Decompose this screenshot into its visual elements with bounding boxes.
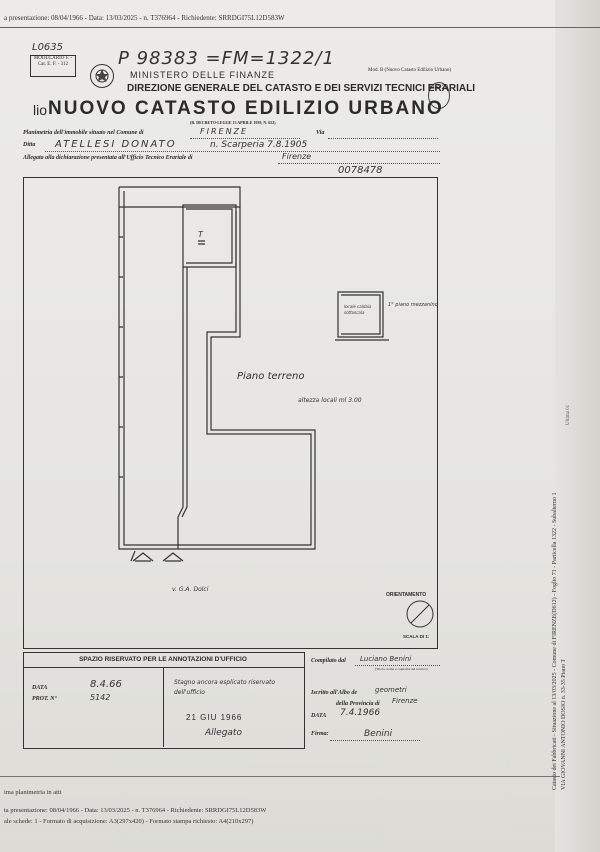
scala-label: SCALA DI 1: <box>403 634 430 639</box>
header-info-line: a presentazione: 08/04/1966 - Data: 13/0… <box>4 14 285 22</box>
ufficio-box-title: SPAZIO RISERVATO PER LE ANNOTAZIONI D'UF… <box>79 656 247 663</box>
ufficio-stamp-date: 21 GIU 1966 <box>186 713 243 722</box>
modulo-text: MODULARIO F. - Cat. E. F. - 312 <box>33 56 73 67</box>
floor-plan-frame <box>23 177 438 649</box>
decreto-ref: (R. DECRETO-LEGGE 13 APRILE 1939, N. 652… <box>190 120 276 125</box>
lire-text: Lire 20 <box>429 85 449 91</box>
ditta-value: ATELLESI DONATO <box>55 139 177 150</box>
compilato-data-value: 7.4.1966 <box>340 708 381 718</box>
piano-label: Piano terreno <box>237 371 305 382</box>
reference-handwritten: P 98383 =FM=1322/1 <box>118 48 335 69</box>
ufficio-line <box>278 163 440 164</box>
compilato-line <box>355 665 440 666</box>
firma-value: Benini <box>364 729 393 739</box>
ministry-title: MINISTERO DELLE FINANZE <box>130 70 276 80</box>
compilato-value: Luciano Benini <box>360 655 412 663</box>
modulo-box: MODULARIO F. - Cat. E. F. - 312 <box>30 55 76 77</box>
planimetria-label: Planimetria dell'immobile situato nel Co… <box>23 130 144 136</box>
via-line <box>328 138 438 139</box>
prot-label: PROT. N° <box>32 696 57 702</box>
floor-plan-drawing <box>118 186 434 628</box>
comune-line <box>190 138 300 139</box>
prot-value: 5142 <box>90 693 111 702</box>
ditta-line <box>45 151 440 152</box>
ufficio-data-label: DATA <box>32 685 48 691</box>
provincia-value: Firenze <box>392 697 418 705</box>
firma-line <box>330 740 420 741</box>
page-fold <box>555 0 600 852</box>
ufficio-box-vdivider <box>163 667 164 747</box>
footer-line1: ima planimetria in atti <box>4 789 62 796</box>
compilato-label: Compilato dal <box>311 658 346 664</box>
ditta-label: Ditta <box>23 142 36 148</box>
numero-value: 0078478 <box>338 165 383 176</box>
nato-value: n. Scarperia 7.8.1905 <box>210 140 308 150</box>
primo-piano-label: 1° piano mezzanino <box>388 302 438 308</box>
allegata-label: Allegata alla dichiarazione presentata a… <box>23 155 193 161</box>
locale-label: locale caldaia sottoscala <box>344 304 372 315</box>
comune-value: FIRENZE <box>200 127 249 136</box>
side-info-line3: Ultima 01 <box>566 404 571 425</box>
direzione-title: DIREZIONE GENERALE DEL CATASTO E DEI SER… <box>127 83 475 94</box>
provincia-label: della Provincia di <box>336 701 380 707</box>
ufficio-note: Stagno ancora esplicato riservato dell'u… <box>174 679 276 696</box>
footer-line3: ale schede: 1 - Formato di acquisizione:… <box>4 818 254 825</box>
door-mark: T <box>198 230 203 239</box>
via-label: Via <box>316 130 325 136</box>
ufficio-box <box>23 652 305 749</box>
footer-line2: ta presentazione: 08/04/1966 - Data: 13/… <box>4 807 267 814</box>
albo-value: geometri <box>375 686 407 694</box>
republic-emblem-icon <box>90 64 114 88</box>
mod-label: Mod. B (Nuovo Catasto Edilizio Urbano) <box>368 68 452 73</box>
side-info-line1: Catasto dei Fabbricati - Situazione al 1… <box>552 492 558 790</box>
modulo-handwritten: L0635 <box>32 42 64 53</box>
compilato-sub: (Titolo, nome e cognome del tecnico) <box>375 667 428 671</box>
lire-stamp: Lire 20 <box>428 82 450 109</box>
ufficio-box-divider <box>23 667 305 668</box>
street-label: v. G.A. Dolci <box>172 586 209 593</box>
page-title: NUOVO CATASTO EDILIZIO URBANO <box>48 98 444 119</box>
compilato-data-label: DATA <box>311 713 327 719</box>
ufficio-data-value: 8.4.66 <box>90 679 122 690</box>
ufficio-value: Firenze <box>282 152 312 161</box>
ufficio-signature: Allegato <box>205 728 242 738</box>
altezza-label: altezza locali ml 3.00 <box>298 397 362 404</box>
firma-label: Firma: <box>311 731 329 737</box>
header-divider <box>0 27 600 28</box>
footer-divider <box>0 776 560 777</box>
albo-label: Iscritto all'Albo de <box>311 690 358 696</box>
orientamento-label: ORIENTAMENTO <box>386 592 427 598</box>
title-prefix: lio <box>33 102 48 118</box>
side-info-line2: VIA GIOVANNI ANTONIO DOSIO n. 33-35 Pian… <box>561 659 567 790</box>
